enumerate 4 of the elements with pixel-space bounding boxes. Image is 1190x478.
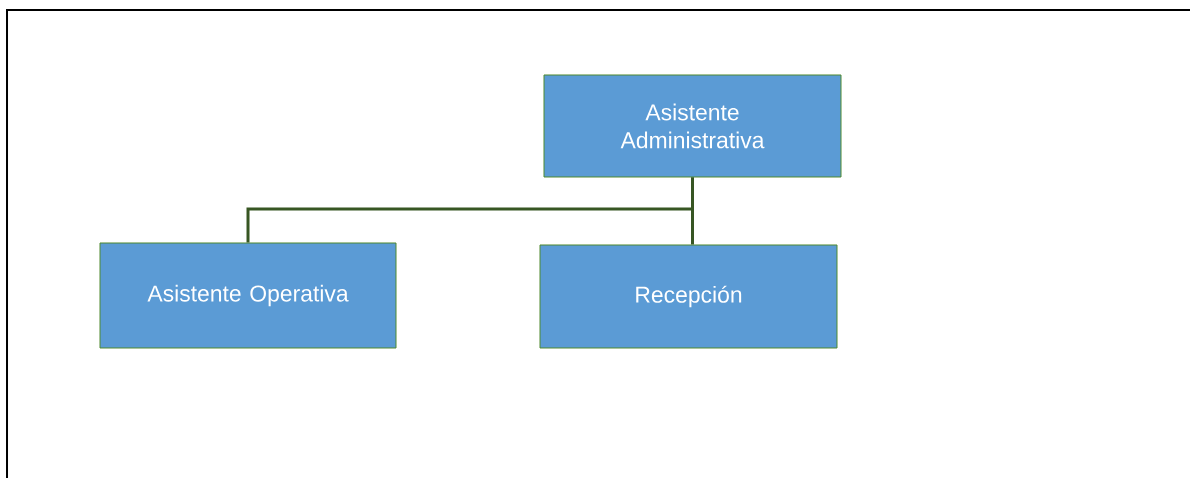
org-box: Asistente Operativa [99,242,397,349]
connector-line [691,177,694,245]
org-box: Asistente Administrativa [543,74,842,178]
org-box: Recepción [539,244,838,349]
